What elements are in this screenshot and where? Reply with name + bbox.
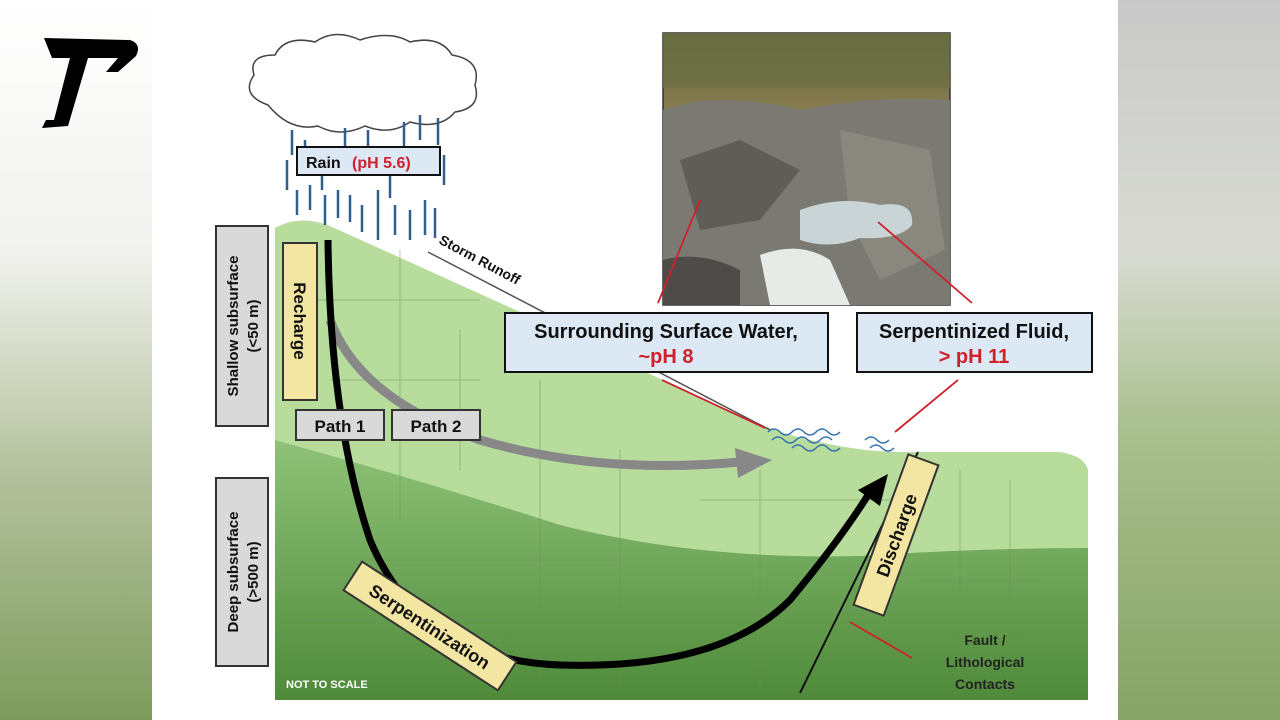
rain-label: Rain (pH 5.6) xyxy=(296,146,441,176)
shallow-subsurface-label: Shallow subsurface (<50 m) xyxy=(215,225,269,427)
path-1-label: Path 1 xyxy=(295,409,385,441)
field-photo xyxy=(662,32,951,306)
surface-water-label: Surrounding Surface Water, ~pH 8 xyxy=(504,312,829,373)
fault-line-1: Fault / xyxy=(964,632,1005,648)
path-1-arrowhead xyxy=(858,474,888,506)
not-to-scale-label: NOT TO SCALE xyxy=(286,679,368,691)
shallow-text: Shallow subsurface xyxy=(225,256,242,397)
serpentinized-fluid-label: Serpentinized Fluid, > pH 11 xyxy=(856,312,1093,373)
fault-line-2: Lithological xyxy=(946,654,1025,670)
fault-line-3: Contacts xyxy=(955,676,1015,692)
rain-drops xyxy=(285,115,446,240)
left-background xyxy=(0,0,152,720)
recharge-text: Recharge xyxy=(290,282,309,359)
surface-water-title: Surrounding Surface Water, xyxy=(534,321,798,343)
spring-water-icon xyxy=(767,428,895,452)
right-background xyxy=(1118,0,1280,720)
path-2-text: Path 2 xyxy=(410,417,461,436)
rain-text: Rain xyxy=(306,155,341,172)
deep-subsurface-label: Deep subsurface (>500 m) xyxy=(215,477,269,667)
shallow-depth: (<50 m) xyxy=(245,300,262,353)
path-1-text: Path 1 xyxy=(314,417,365,436)
deep-text: Deep subsurface xyxy=(225,512,242,633)
path-2-label: Path 2 xyxy=(391,409,481,441)
cloud-icon xyxy=(248,33,478,133)
serp-fluid-ph: > pH 11 xyxy=(939,346,1010,368)
serp-fluid-title: Serpentinized Fluid, xyxy=(879,321,1069,343)
fault-label: Fault / Lithological Contacts xyxy=(946,632,1025,692)
deep-depth: (>500 m) xyxy=(245,541,262,602)
logo-icon xyxy=(42,38,138,128)
surface-water-ph: ~pH 8 xyxy=(638,346,693,368)
pointer-arrows xyxy=(657,199,973,659)
recharge-label: Recharge xyxy=(282,242,318,401)
rain-ph: (pH 5.6) xyxy=(352,155,411,172)
path-2-arrowhead xyxy=(735,448,772,478)
